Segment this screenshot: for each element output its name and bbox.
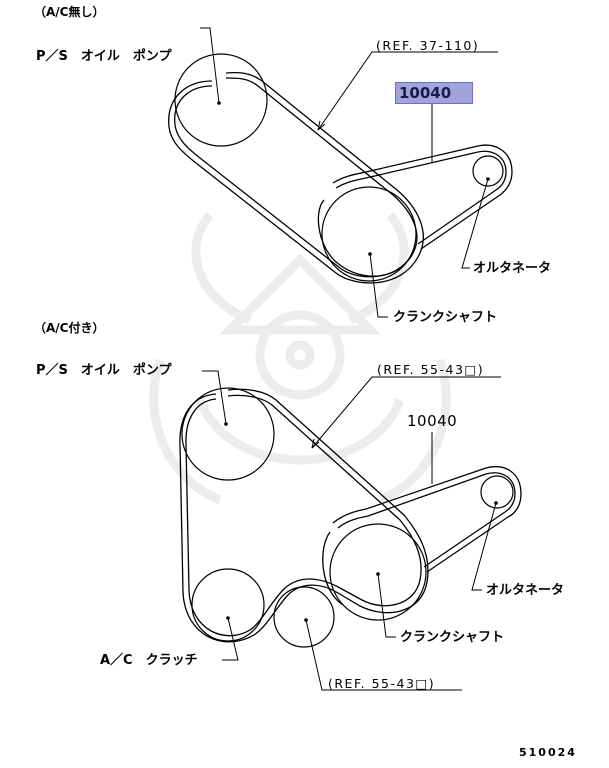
bottom-ac-clutch-label: A／C クラッチ bbox=[100, 653, 198, 668]
top-alternator-pulley bbox=[472, 155, 504, 187]
top-section-title: （A/C無し） bbox=[34, 5, 105, 19]
top-alternator-label: オルタネータ bbox=[473, 261, 552, 276]
bottom-alternator-label: オルタネータ bbox=[486, 583, 565, 598]
top-belt-ref-link[interactable]: (REF. 37-110) bbox=[376, 38, 480, 53]
bottom-ac-clutch-pulley bbox=[191, 568, 265, 642]
bottom-ps-pump-pulley bbox=[181, 387, 275, 481]
watermark-emblem bbox=[149, 212, 451, 505]
bottom-section-title: （A/C付き） bbox=[34, 321, 105, 335]
bottom-crankshaft-pulley bbox=[329, 523, 427, 621]
bottom-idler-pulley bbox=[273, 586, 335, 648]
bottom-alt-belt bbox=[322, 466, 522, 606]
bottom-belt-ref-link[interactable]: (REF. 55-43□) bbox=[377, 362, 485, 377]
top-leaders bbox=[200, 27, 498, 318]
top-crankshaft-label: クランクシャフト bbox=[393, 310, 498, 325]
bottom-serpentine-belt bbox=[179, 388, 429, 643]
bottom-leaders bbox=[202, 370, 501, 691]
top-crankshaft-pulley bbox=[321, 186, 417, 282]
top-ps-pump-pulley bbox=[174, 53, 268, 147]
bottom-crankshaft-label: クランクシャフト bbox=[400, 630, 505, 645]
top-part-number-10040[interactable]: 10040 bbox=[395, 82, 473, 104]
bottom-ps-pump-label: P／S オイル ポンプ bbox=[36, 363, 172, 378]
bottom-belt-system bbox=[179, 370, 522, 691]
top-alt-belt bbox=[317, 144, 513, 277]
top-ps-belt bbox=[168, 71, 424, 284]
top-belt-system bbox=[168, 27, 513, 318]
figure-number: 510024 bbox=[519, 746, 577, 759]
bottom-idler-ref-link[interactable]: (REF. 55-43□) bbox=[328, 676, 436, 691]
bottom-alternator-pulley bbox=[480, 475, 514, 509]
bottom-part-number-10040[interactable]: 10040 bbox=[407, 412, 458, 430]
top-ps-pump-label: P／S オイル ポンプ bbox=[36, 49, 172, 64]
